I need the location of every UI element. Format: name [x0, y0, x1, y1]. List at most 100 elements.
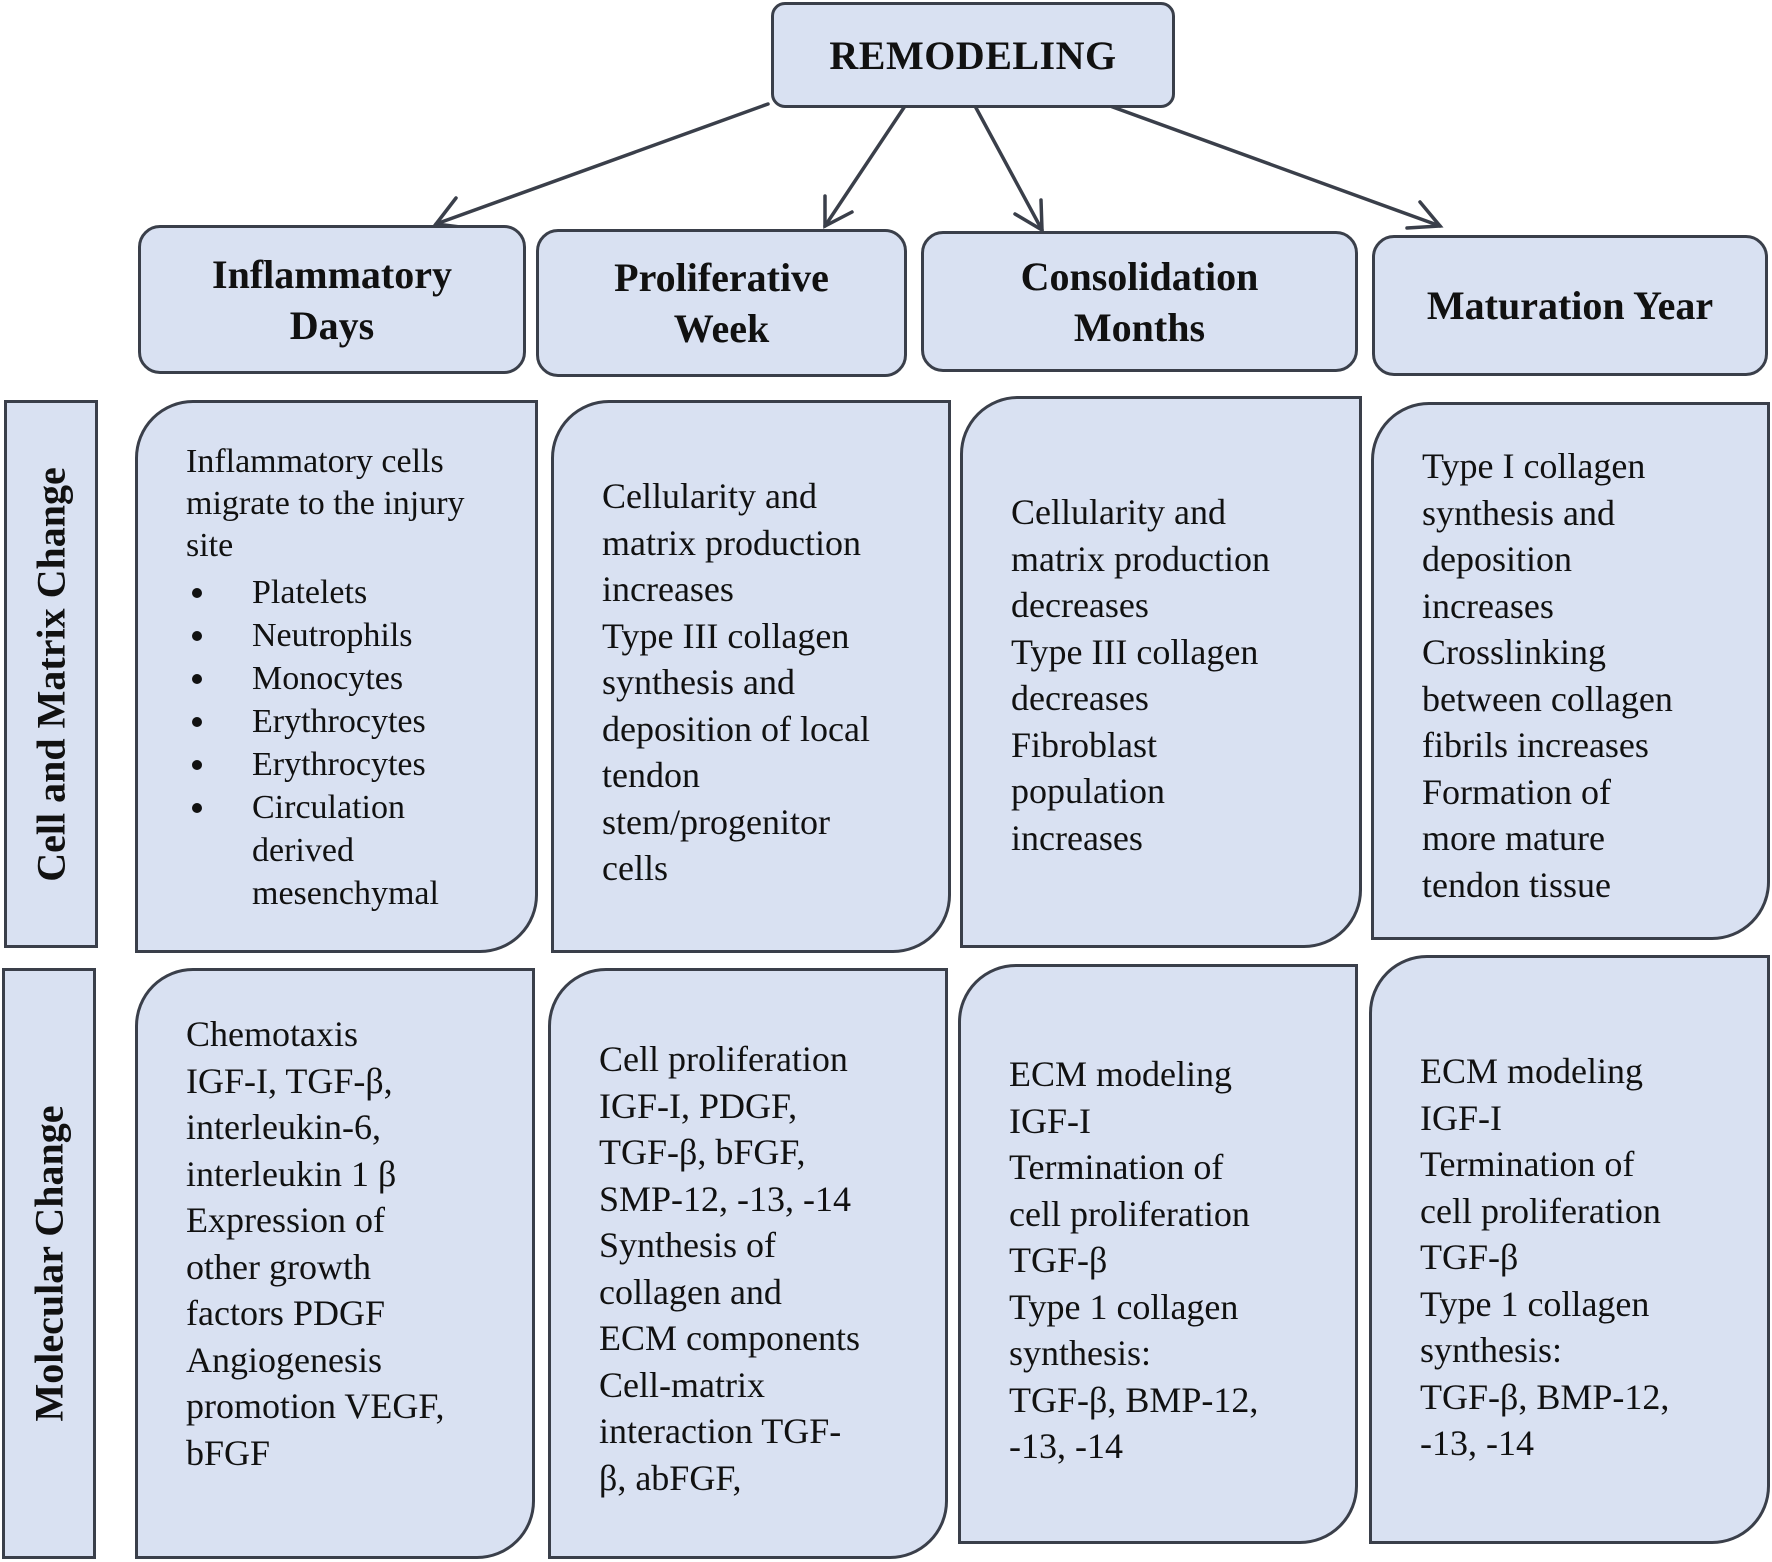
cell-text-line: ECM modeling: [1009, 1054, 1232, 1094]
arrow-to-consolidation: [973, 104, 1044, 232]
arrowhead-maturation: [1405, 200, 1444, 230]
stage-consolidation: Consolidation Months: [921, 231, 1358, 372]
cell-text-line: Inflammatory cells: [186, 443, 444, 480]
list-item-line: mesenchymal: [252, 875, 439, 912]
cell-text-line: cell proliferation: [1009, 1193, 1250, 1234]
arrow-to-inflammatory: [434, 102, 770, 226]
cell-text-line: IGF-I, TGF-β,: [186, 1060, 393, 1101]
cell-text-line: interleukin-6,: [186, 1107, 381, 1147]
row-label-molecular: Molecular Change: [2, 968, 96, 1559]
cell-text-line: deposition of local: [602, 708, 870, 749]
list-item: Platelets: [186, 571, 527, 614]
root-label: REMODELING: [829, 32, 1117, 78]
cell-text-line: promotion VEGF,: [186, 1386, 445, 1426]
cell-text-line: synthesis and: [602, 662, 795, 702]
cell-text-line: IGF-I: [1420, 1097, 1502, 1138]
cell-text-line: Cell proliferation: [599, 1039, 848, 1079]
cell-text-line: collagen and: [599, 1271, 782, 1312]
stage-inflammatory: Inflammatory Days: [138, 225, 526, 374]
molecular-maturation: ECM modeling IGF-I Termination of cell p…: [1369, 955, 1770, 1544]
cell-text-line: TGF-β: [1009, 1240, 1108, 1280]
cell-text-line: Type III collagen: [602, 615, 850, 656]
stage-proliferative-period: Week: [673, 306, 770, 351]
stage-proliferative: Proliferative Week: [536, 229, 907, 377]
cell-text-line: Synthesis of: [599, 1225, 777, 1265]
cell-text-line: Cellularity and: [602, 476, 817, 516]
arrowhead-inflammatory: [432, 196, 470, 230]
cell-text-line: increases: [1011, 817, 1143, 858]
molecular-inflammatory: Chemotaxis IGF-I, TGF-β, interleukin-6, …: [135, 968, 535, 1559]
cell-text-line: decreases: [1011, 585, 1149, 625]
cell-matrix-maturation: Type I collagen synthesis and deposition…: [1371, 402, 1770, 940]
stage-consolidation-period: Months: [1073, 304, 1206, 350]
stage-inflammatory-period: Days: [289, 302, 375, 348]
cell-text-line: Expression of: [186, 1200, 385, 1240]
cell-text-line: tendon tissue: [1422, 864, 1611, 905]
stage-maturation-title: Maturation Year: [1426, 283, 1714, 328]
row-label-cell-matrix-text: Cell and Matrix Change: [28, 466, 74, 882]
arrow-to-maturation: [1108, 104, 1442, 228]
cell-text-line: Chemotaxis: [186, 1014, 358, 1054]
cell-text-line: between collagen: [1422, 678, 1673, 719]
list-item-line: Circulation: [252, 789, 405, 826]
cell-text-line: Crosslinking: [1422, 632, 1607, 672]
list-item: Circulation derived mesenchymal: [186, 786, 527, 915]
cell-text-line: Cellularity and: [1011, 492, 1226, 532]
cell-text-line: TGF-β, BMP-12,: [1420, 1376, 1670, 1417]
cell-text-line: Type III collagen: [1011, 631, 1259, 672]
row-label-cell-matrix: Cell and Matrix Change: [4, 400, 98, 948]
row-label-molecular-text: Molecular Change: [26, 1105, 72, 1422]
cell-text-line: Type 1 collagen: [1009, 1286, 1239, 1327]
cell-text-line: migrate to the injury: [186, 485, 465, 522]
cell-text-line: other growth: [186, 1246, 371, 1287]
remodeling-root-box: REMODELING: [771, 2, 1175, 108]
cell-text-line: Termination of: [1420, 1144, 1635, 1184]
arrow-to-proliferative: [823, 104, 907, 228]
cell-text-line: IGF-I: [1009, 1100, 1091, 1141]
list-item: Erythrocytes: [186, 743, 527, 786]
stage-proliferative-title: Proliferative: [614, 255, 829, 300]
stage-maturation: Maturation Year: [1372, 235, 1768, 376]
cell-text-line: more mature: [1422, 818, 1605, 858]
cell-text-line: interaction TGF-: [599, 1411, 842, 1451]
stage-consolidation-title: Consolidation: [1020, 253, 1259, 299]
cell-text-line: stem/progenitor: [602, 801, 830, 842]
cell-text-line: deposition: [1422, 539, 1572, 579]
cell-text-line: -13, -14: [1420, 1423, 1534, 1463]
cell-text-line: Fibroblast: [1011, 724, 1158, 765]
cell-text-line: ECM components: [599, 1318, 860, 1358]
cell-text-line: IGF-I, PDGF,: [599, 1085, 798, 1126]
cell-text-line: β, abFGF,: [599, 1457, 742, 1498]
cell-text-line: population: [1011, 771, 1165, 811]
cell-text-line: synthesis:: [1420, 1330, 1563, 1370]
cell-text-line: tendon: [602, 755, 700, 795]
inflammatory-cell-list: Platelets Neutrophils Monocytes Erythroc…: [186, 571, 527, 915]
cell-matrix-proliferative: Cellularity and matrix production increa…: [551, 400, 951, 953]
cell-text-line: TGF-β, bFGF,: [599, 1132, 806, 1172]
arrowhead-consolidation: [1013, 198, 1044, 234]
cell-text-line: matrix production: [1011, 538, 1270, 579]
cell-text-line: synthesis:: [1009, 1333, 1152, 1373]
cell-text-line: Angiogenesis: [186, 1339, 382, 1380]
stage-inflammatory-title: Inflammatory: [212, 251, 452, 297]
list-item: Erythrocytes: [186, 700, 527, 743]
molecular-proliferative: Cell proliferation IGF-I, PDGF, TGF-β, b…: [548, 968, 948, 1559]
cell-text-line: increases: [602, 569, 734, 609]
cell-text-line: decreases: [1011, 678, 1149, 718]
cell-text-line: increases: [1422, 585, 1554, 626]
cell-text-line: cells: [602, 848, 668, 888]
cell-text-line: Cell-matrix: [599, 1364, 765, 1405]
cell-text-line: cell proliferation: [1420, 1190, 1661, 1231]
cell-text-line: interleukin 1 β: [186, 1153, 397, 1194]
cell-matrix-inflammatory: Inflammatory cells migrate to the injury…: [135, 400, 538, 953]
molecular-consolidation: ECM modeling IGF-I Termination of cell p…: [958, 964, 1358, 1544]
cell-text-line: fibrils increases: [1422, 725, 1649, 765]
cell-text-line: Termination of: [1009, 1147, 1224, 1187]
cell-text-line: -13, -14: [1009, 1426, 1123, 1466]
cell-text-line: ECM modeling: [1420, 1051, 1643, 1091]
cell-matrix-consolidation: Cellularity and matrix production decrea…: [960, 396, 1362, 948]
cell-text-line: Type 1 collagen: [1420, 1283, 1650, 1324]
list-item: Monocytes: [186, 657, 527, 700]
cell-text-line: TGF-β, BMP-12,: [1009, 1379, 1259, 1420]
cell-text-line: TGF-β: [1420, 1237, 1519, 1277]
